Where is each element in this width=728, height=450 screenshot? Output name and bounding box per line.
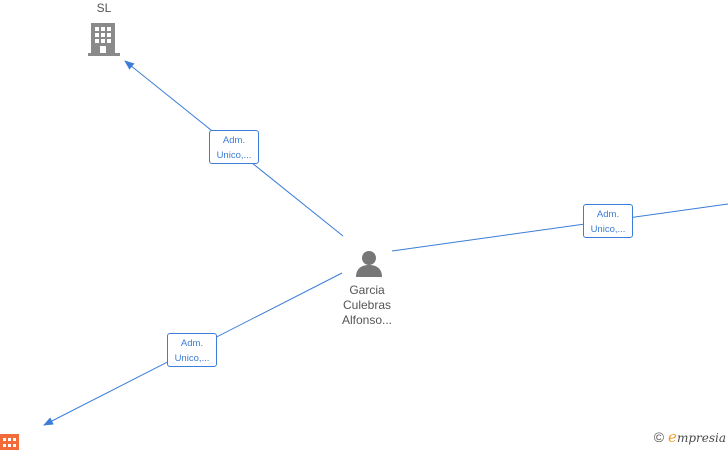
edge-label-detail: Unico,...	[216, 150, 252, 161]
edge-label-role: Adm.	[222, 135, 246, 146]
building-icon[interactable]	[0, 434, 19, 450]
edge-line-right	[391, 203, 728, 252]
edge-label-top[interactable]: Adm. Unico,...	[209, 130, 259, 164]
edge-label-role: Adm.	[180, 338, 204, 349]
person-label-line: Culebras	[342, 298, 392, 312]
edge-label-bottom-left[interactable]: Adm. Unico,...	[167, 333, 217, 367]
edge-label-detail: Unico,...	[590, 224, 626, 235]
person-icon[interactable]	[356, 251, 382, 277]
company-label: SL	[96, 1, 112, 15]
edge-label-role: Adm.	[596, 209, 620, 220]
brand-initial: e	[668, 428, 677, 446]
brand-watermark: ©empresia	[654, 428, 726, 446]
edge-label-right[interactable]: Adm. Unico,...	[583, 204, 633, 238]
person-label[interactable]: Garcia Culebras Alfonso...	[327, 283, 407, 328]
edge-label-detail: Unico,...	[174, 353, 210, 364]
copyright-icon: ©	[653, 429, 665, 445]
person-label-line: Alfonso...	[341, 313, 393, 327]
person-label-line: Garcia	[349, 283, 385, 297]
building-icon[interactable]	[88, 23, 120, 56]
brand-name: mpresia	[676, 431, 726, 445]
